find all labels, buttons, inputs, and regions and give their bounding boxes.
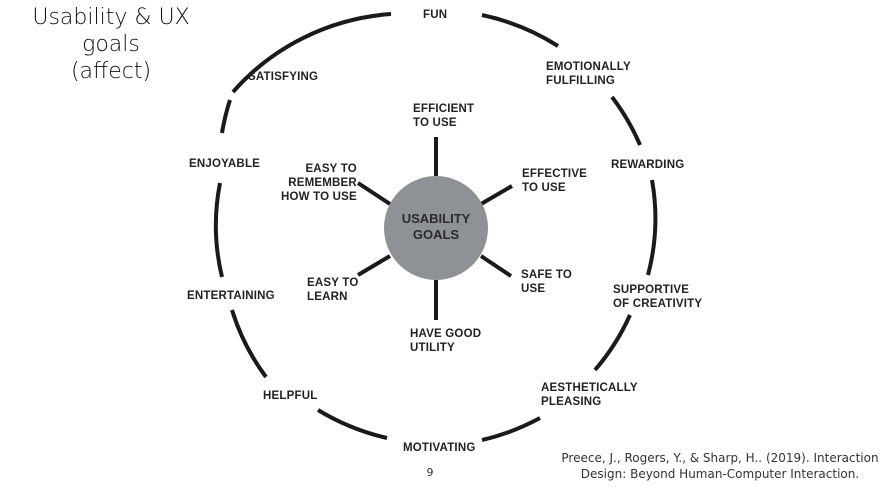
usability-goal-label: EFFECTIVE TO USE [522,168,588,194]
outer-ring-arcs [213,12,658,442]
outer-ring-arc [231,12,392,94]
usability-goal-label: EASY TO REMEMBER HOW TO USE [281,163,357,203]
ux-goal-label: EMOTIONALLY FULFILLING [546,61,631,87]
spoke-safe [479,254,513,278]
outer-ring-arc [646,179,658,276]
ux-goal-label: HELPFUL [263,390,318,402]
citation-line1: Preece, J., Rogers, Y., & Sharp, H.. (20… [561,451,879,465]
usability-goal-label: EASY TO LEARN [307,277,359,303]
usability-goal-label: EFFICIENT TO USE [413,103,475,129]
ux-goal-label: AESTHETICALLY PLEASING [541,382,638,408]
ux-goal-label: ENTERTAINING [187,290,275,302]
citation-line2: Design: Beyond Human-Computer Interactio… [580,467,860,481]
outer-ring-arc [213,182,224,278]
ux-goal-label: FUN [423,9,448,21]
outer-ring-arc [220,99,232,134]
usability-goal-label: SAFE TO USE [521,269,573,295]
slide-title-line2: (affect) [70,59,152,84]
slide-title: Usability & UX goals (affect) [0,4,222,85]
page-number: 9 [426,466,434,479]
outer-ring-arc [593,314,632,372]
ux-goal-label: SATISFYING [248,71,319,83]
outer-ring-arc [230,309,268,379]
spoke-remember [356,181,392,206]
outer-ring-arc [481,416,541,442]
outer-ring-arc [316,408,388,440]
citation: Preece, J., Rogers, Y., & Sharp, H.. (20… [560,450,880,482]
slide-title-line1: Usability & UX goals [32,5,190,57]
outer-ring-arc [610,95,642,146]
spokes [356,137,514,320]
ux-goal-label: MOTIVATING [403,442,476,454]
center-label: USABILITY GOALS [401,211,471,242]
center-circle [384,176,488,280]
ux-goal-label: SUPPORTIVE OF CREATIVITY [613,284,703,310]
ux-goal-label: REWARDING [611,159,685,171]
ux-goal-label: ENJOYABLE [189,158,261,170]
usability-goal-label: HAVE GOOD UTILITY [410,328,482,354]
outer-ring-arc [481,13,560,48]
spoke-effective [479,184,514,206]
spoke-learn [356,254,392,277]
